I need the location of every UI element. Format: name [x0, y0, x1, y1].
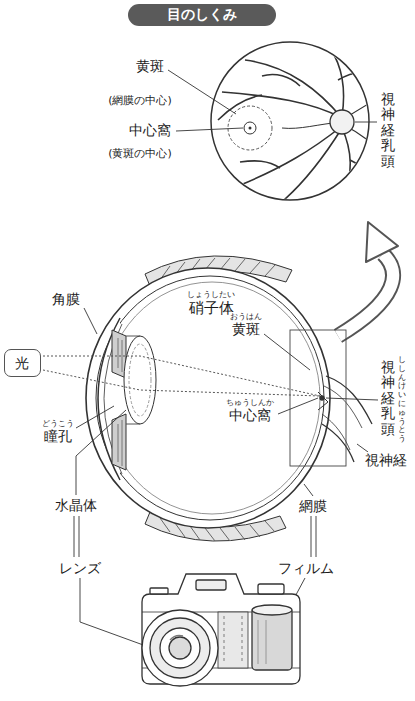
optic-nerve: [318, 376, 372, 462]
light-ray: [43, 356, 320, 396]
zoom-arrow: [338, 222, 398, 336]
part-label: 瞳孔: [43, 428, 73, 444]
furigana: ちゅうしんか: [225, 398, 275, 407]
part-note: (網膜の中心): [107, 95, 173, 108]
furigana: おうはん: [229, 312, 263, 321]
title-text: 目のしくみ: [166, 6, 238, 22]
part-label: 黄斑: [231, 321, 261, 337]
furigana: しょうしたい: [186, 290, 236, 299]
part-label: 硝子体: [188, 300, 235, 317]
fundus-view: [211, 42, 375, 200]
leader-lines: [168, 70, 377, 131]
part-label: 角膜: [51, 291, 81, 307]
part-label: 視神経: [364, 452, 408, 468]
part-label: 水晶体: [54, 497, 98, 513]
light-box: 光: [4, 349, 41, 377]
furigana: ししんけいにゅうとう: [398, 356, 406, 444]
part-label: 中心窩: [128, 122, 172, 138]
part-label: 中心窩: [228, 407, 272, 423]
part-label: 視神経乳頭: [381, 92, 395, 169]
title-pill: [128, 4, 276, 26]
camera-part-label: フィルム: [277, 560, 335, 576]
part-note: (黄斑の中心): [107, 148, 173, 161]
iris-lens: [112, 330, 156, 470]
furigana: どうこう: [41, 419, 75, 428]
part-label: 網膜: [298, 498, 328, 514]
part-label: 黄斑: [135, 58, 165, 74]
camera-illustration: [142, 574, 300, 686]
camera-part-label: レンズ: [58, 560, 102, 576]
part-label: 視神経乳頭: [381, 360, 395, 437]
node-text: 光: [15, 355, 29, 371]
eyeball: [86, 268, 330, 528]
